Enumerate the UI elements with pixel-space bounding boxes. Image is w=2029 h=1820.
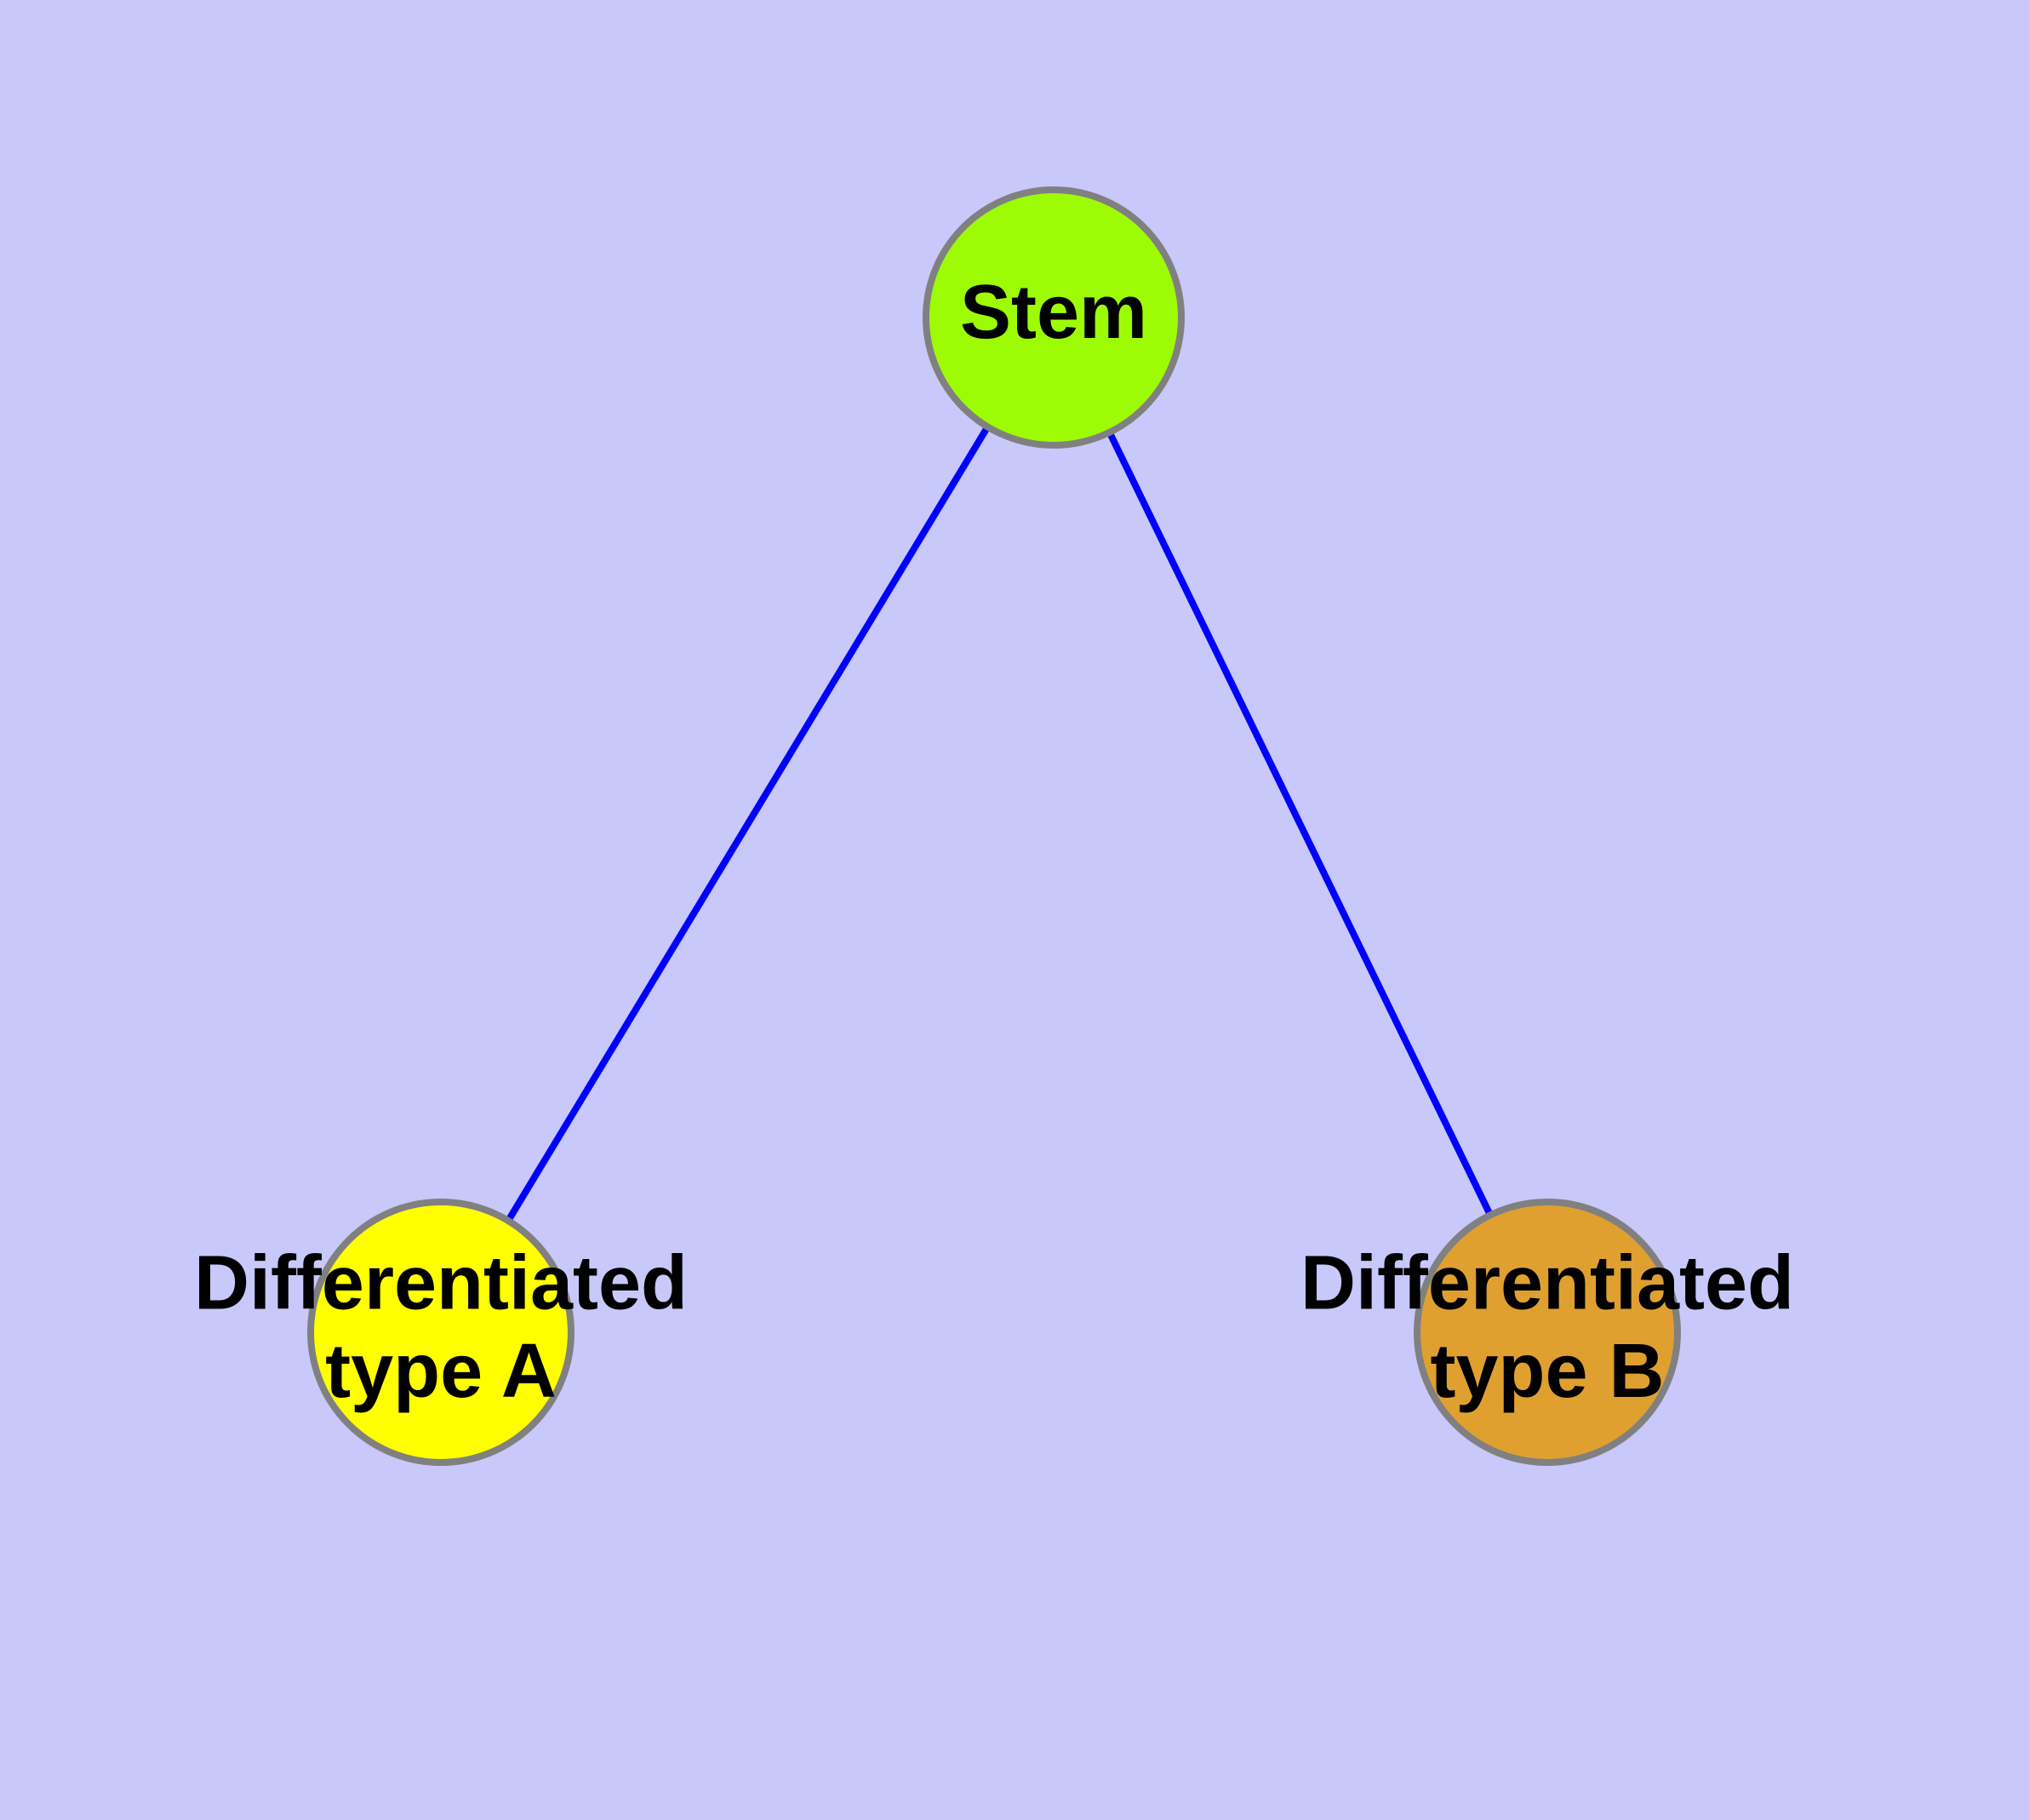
graph-node-label-line: Differentiated xyxy=(1300,1240,1794,1325)
graph-node-label-line: type B xyxy=(1430,1329,1664,1414)
graph-node-label-line: type A xyxy=(325,1329,557,1414)
graph-node-diff_b[interactable] xyxy=(1414,1199,1681,1466)
graph-node-stem[interactable] xyxy=(923,186,1185,449)
graph-edge-stem-to-diff_b[interactable] xyxy=(1106,432,1493,1216)
graph-node-label-line: Stem xyxy=(960,270,1147,355)
edge-layer xyxy=(506,426,1493,1222)
graph-node-diff_a[interactable] xyxy=(307,1199,574,1466)
graph-edge-stem-to-diff_a[interactable] xyxy=(506,426,990,1222)
graph-node-label-stem: Stem xyxy=(960,270,1147,355)
node-layer xyxy=(307,186,1681,1466)
graph-node-label-line: Differentiated xyxy=(194,1240,688,1325)
